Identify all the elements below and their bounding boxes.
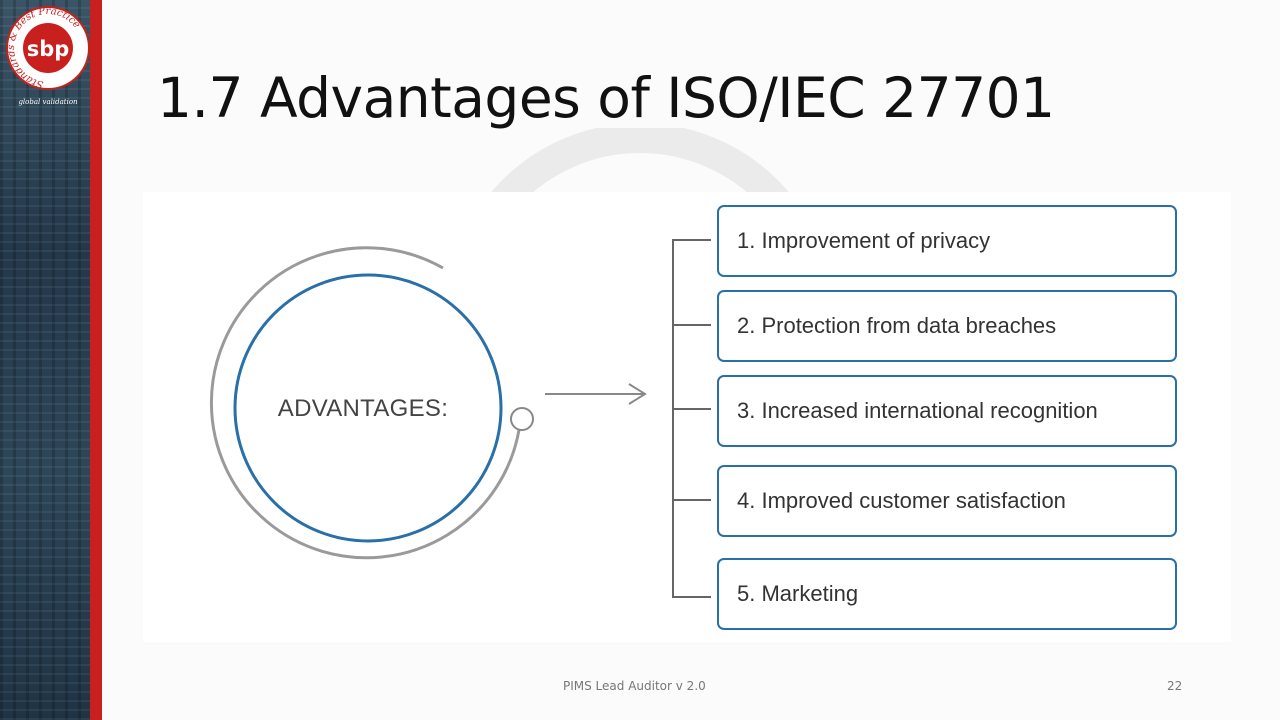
- advantages-label: ADVANTAGES:: [277, 395, 449, 422]
- advantage-box-4: 4. Improved customer satisfaction: [717, 465, 1177, 537]
- outer-arc: [209, 246, 521, 560]
- arc-end-circle: [510, 407, 534, 431]
- footer-page-number: 22: [1167, 679, 1183, 693]
- advantage-box-2: 2. Protection from data breaches: [717, 290, 1177, 362]
- watermark: [470, 128, 810, 198]
- diagram-graphics: [209, 239, 711, 598]
- slide-title: 1.7 Advantages of ISO/IEC 27701: [157, 66, 1055, 130]
- footer-course-name: PIMS Lead Auditor v 2.0: [563, 679, 706, 693]
- logo-tagline: global validation: [18, 98, 78, 106]
- sbp-logo: Standards & Best Practice sbp global val…: [6, 6, 90, 106]
- advantage-box-1: 1. Improvement of privacy: [717, 205, 1177, 277]
- sidebar-background: [0, 0, 90, 720]
- advantage-box-5: 5. Marketing: [717, 558, 1177, 630]
- logo-initials: sbp: [27, 37, 70, 61]
- arrow-head: [628, 383, 647, 405]
- inner-circle: [233, 273, 503, 543]
- red-accent-bar: [90, 0, 102, 720]
- advantages-diagram: ADVANTAGES: 1. Improvement of privacy 2.…: [143, 192, 1231, 642]
- advantage-box-3: 3. Increased international recognition: [717, 375, 1177, 447]
